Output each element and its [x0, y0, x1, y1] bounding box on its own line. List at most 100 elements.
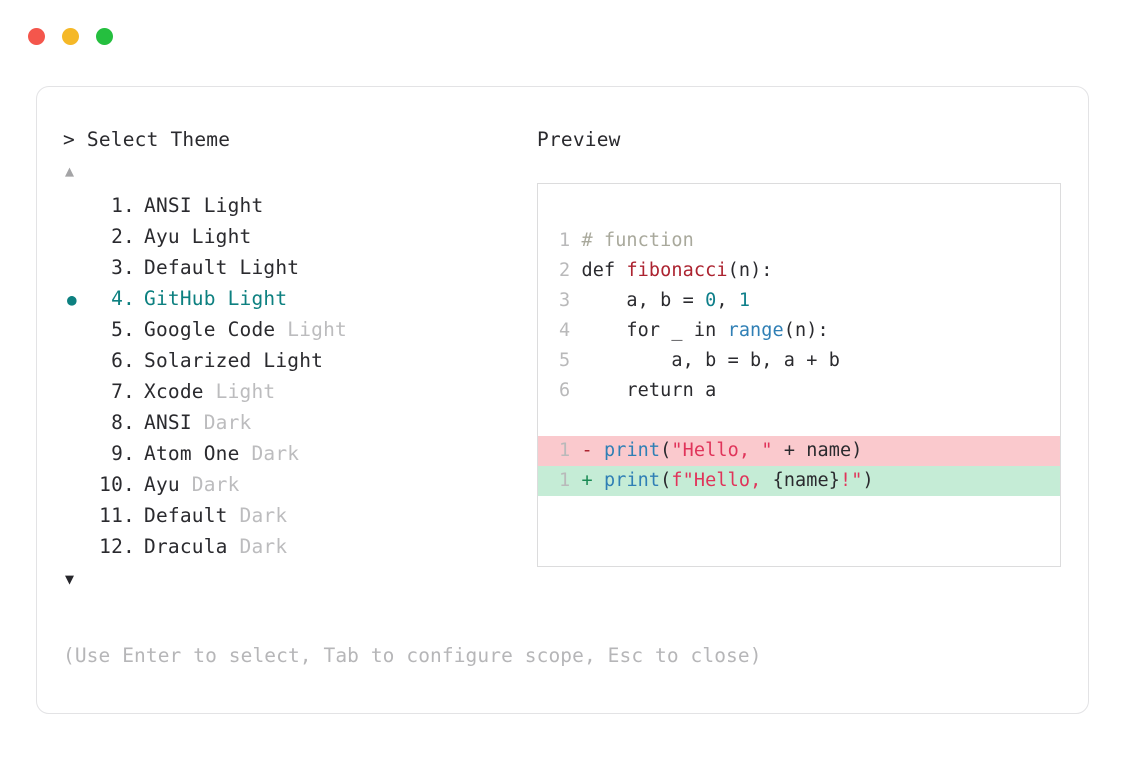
code-token: "Hello, " [671, 440, 773, 461]
theme-list-item[interactable]: ● 6. Solarized Light [63, 346, 533, 377]
code-token: 0 [705, 290, 717, 311]
theme-item-name: Default [144, 504, 240, 527]
theme-item-index: 2. [99, 225, 135, 248]
minimize-button[interactable] [62, 28, 79, 45]
bullet-placeholder: ● [63, 347, 89, 377]
theme-item-variant: Dark [203, 411, 252, 434]
theme-item-variant: Light [239, 256, 300, 279]
theme-selector-pane: > Select Theme ▲ ● 1.ANSI Light● 2.Ayu L… [63, 127, 533, 589]
code-token: !" [840, 470, 863, 491]
theme-item-index: 12. [99, 535, 135, 558]
window-traffic-lights [28, 28, 113, 45]
code-line: 2 def fibonacci(n): [538, 256, 1060, 286]
code-line: 6 return a [538, 376, 1060, 406]
code-line: 4 for _ in range(n): [538, 316, 1060, 346]
theme-list-item[interactable]: ● 12. Dracula Dark [63, 532, 533, 563]
diff-added-line: 1 + print(f"Hello, {name}!") [538, 466, 1060, 496]
bullet-placeholder: ● [63, 192, 89, 222]
theme-item-index: 4. [99, 287, 135, 310]
code-token: ( [660, 440, 672, 461]
code-token: a, b = [581, 290, 706, 311]
theme-item-name: Dracula [144, 535, 240, 558]
maximize-button[interactable] [96, 28, 113, 45]
code-token: , [716, 290, 739, 311]
theme-item-name: Ayu [144, 473, 192, 496]
theme-list-item[interactable]: ● 9.Atom One Dark [63, 439, 533, 470]
line-number: 4 [559, 320, 582, 341]
theme-item-name: Solarized [144, 349, 264, 372]
theme-list-item[interactable]: ● 10. Ayu Dark [63, 470, 533, 501]
theme-item-variant: Dark [191, 473, 240, 496]
theme-list-item[interactable]: ● 2. Ayu Light [63, 222, 533, 253]
theme-item-variant: Dark [239, 504, 288, 527]
theme-item-name: Ayu [144, 225, 192, 248]
diff-sign: - [570, 440, 604, 461]
code-token: # function [581, 230, 694, 251]
code-token: f"Hello, [671, 470, 773, 491]
code-token: def [581, 260, 627, 281]
close-button[interactable] [28, 28, 45, 45]
theme-item-name: Google Code [144, 318, 288, 341]
line-number: 1 [559, 470, 571, 491]
theme-list-item[interactable]: ● 8.ANSI Dark [63, 408, 533, 439]
theme-item-variant: Dark [239, 535, 288, 558]
line-number: 5 [559, 350, 582, 371]
line-number: 6 [559, 380, 582, 401]
theme-list-item[interactable]: ● 3. Default Light [63, 253, 533, 284]
bullet-placeholder: ● [63, 471, 89, 501]
theme-item-variant: Light [215, 380, 276, 403]
code-token: print [603, 440, 661, 461]
theme-item-variant: Light [263, 349, 324, 372]
theme-item-index: 9. [99, 442, 135, 465]
theme-item-index: 3. [99, 256, 135, 279]
bullet-placeholder: ● [63, 254, 89, 284]
diff-removed-line: 1 - print("Hello, " + name) [538, 436, 1060, 466]
theme-item-index: 7. [99, 380, 135, 403]
code-line: 1 # function [538, 226, 1060, 256]
theme-item-index: 10. [99, 473, 135, 496]
theme-list[interactable]: ● 1. ANSI Light ● 2. Ayu Light ● 3. Default L… [63, 191, 533, 563]
theme-list-item[interactable]: ● 11. Default Dark [63, 501, 533, 532]
theme-item-name: ANSI [144, 411, 204, 434]
code-token: ( [660, 470, 672, 491]
code-token: a, b = b, a + b [581, 350, 840, 371]
line-number: 2 [559, 260, 582, 281]
theme-list-item[interactable]: ● 1. ANSI Light [63, 191, 533, 222]
bullet-placeholder: ● [63, 533, 89, 563]
bullet-placeholder: ● [63, 440, 89, 470]
code-token: return a [581, 380, 717, 401]
code-token: 1 [738, 290, 751, 311]
preview-title: Preview [537, 128, 621, 151]
code-token: print [603, 470, 661, 491]
theme-item-variant: Light [203, 194, 264, 217]
diff-sign: + [570, 470, 604, 491]
bullet-placeholder: ● [63, 223, 89, 253]
code-token: (n): [783, 320, 829, 341]
bullet-placeholder: ● [63, 502, 89, 532]
scroll-up-icon[interactable]: ▲ [65, 162, 75, 180]
code-token: ) [862, 470, 874, 491]
theme-item-variant: Dark [251, 442, 300, 465]
bullet-placeholder: ● [63, 409, 89, 439]
code-line: 3 a, b = 0, 1 [538, 286, 1060, 316]
theme-item-index: 1. [99, 194, 135, 217]
theme-list-item[interactable]: ● 7.Xcode Light [63, 377, 533, 408]
theme-item-index: 6. [99, 349, 135, 372]
theme-item-index: 5. [99, 318, 135, 341]
keyboard-hint: (Use Enter to select, Tab to configure s… [63, 644, 762, 667]
theme-item-variant: Light [191, 225, 252, 248]
theme-item-name: Default [144, 256, 240, 279]
scroll-down-icon[interactable]: ▼ [65, 570, 75, 588]
theme-list-item[interactable]: ● 4.GitHub Light [63, 284, 533, 315]
theme-item-name: GitHub [144, 287, 228, 310]
code-token: {name} [772, 470, 841, 491]
code-token: range [727, 320, 784, 341]
theme-picker-card: > Select Theme ▲ ● 1.ANSI Light● 2.Ayu L… [36, 86, 1089, 714]
line-number: 3 [559, 290, 582, 311]
theme-item-name: ANSI [144, 194, 204, 217]
theme-item-index: 11. [99, 504, 135, 527]
code-token: for _ in [581, 320, 728, 341]
theme-list-item[interactable]: ● 5.Google Code Light [63, 315, 533, 346]
